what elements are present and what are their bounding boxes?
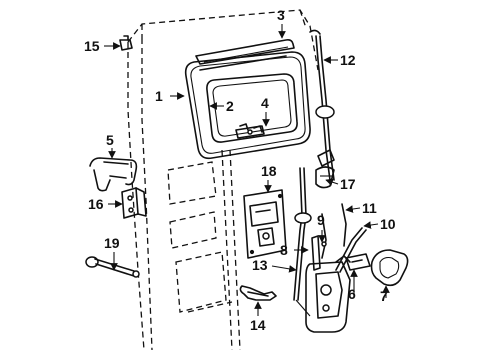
callout-12: 12: [340, 52, 356, 68]
callout-14: 14: [250, 317, 266, 333]
window-glass: [206, 73, 298, 143]
outside-door-handle: [89, 157, 138, 192]
callout-16: 16: [88, 196, 104, 212]
screw-fastener: [119, 35, 133, 51]
top-weatherstrip: [195, 39, 295, 71]
window-seal-outer: [184, 51, 311, 160]
callout-17: 17: [340, 176, 356, 192]
callout-11: 11: [362, 200, 377, 216]
callout-19: 19: [104, 235, 120, 251]
lower-latch-rod: [295, 299, 311, 317]
lower-strap-handle: [239, 285, 277, 301]
callout-labels: 1 2 3 4 5 6 7 8 9 10 11 12 13 14 15 16 1…: [84, 7, 396, 333]
callout-1: 1: [155, 88, 163, 104]
inside-handle-housing: [243, 189, 287, 259]
callout-10: 10: [380, 216, 396, 232]
callout-18: 18: [261, 163, 277, 179]
callout-3: 3: [277, 7, 285, 23]
door-check-rod: [85, 256, 140, 278]
link-rod: [321, 213, 327, 259]
latch-cover: [370, 249, 409, 287]
callout-8: 8: [280, 242, 288, 258]
door-latch-assembly: [305, 255, 351, 333]
upper-link-rod: [341, 203, 347, 247]
upper-latch-rod: [309, 29, 335, 181]
callout-leaders: [104, 24, 390, 316]
door-panel-outline: [127, 9, 319, 351]
callout-2: 2: [226, 98, 234, 114]
vertical-lock-rod: [293, 167, 312, 301]
window-latch: [235, 123, 265, 139]
latch-clip: [345, 253, 371, 271]
callout-6: 6: [348, 286, 356, 302]
callout-5: 5: [106, 132, 114, 148]
callout-15: 15: [84, 38, 100, 54]
handle-bracket: [121, 187, 147, 219]
callout-4: 4: [261, 95, 269, 111]
callout-7: 7: [380, 288, 388, 304]
rod-clip-lower: [311, 235, 321, 271]
callout-9: 9: [317, 212, 325, 228]
callout-13: 13: [252, 257, 268, 273]
actuator-rod: [335, 227, 367, 273]
rod-clip: [315, 149, 335, 189]
